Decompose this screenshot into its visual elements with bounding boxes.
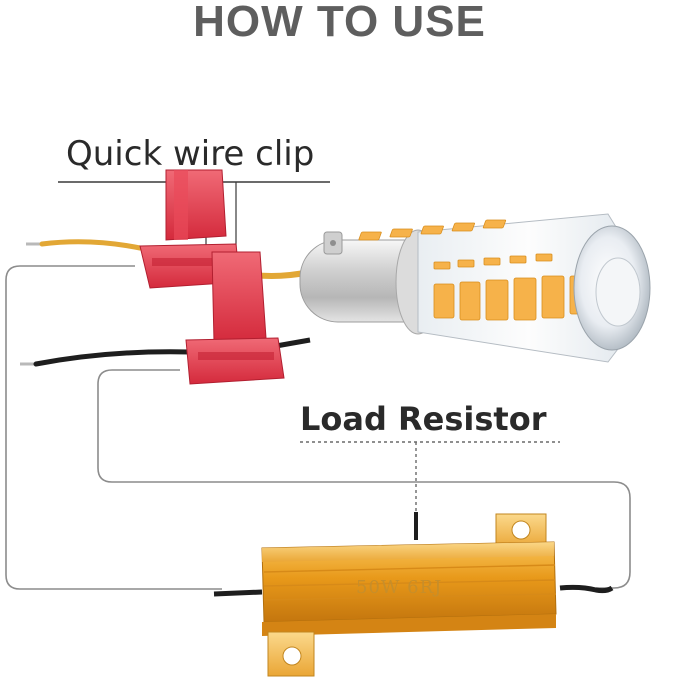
resistor-marking-text: 50W 6RJ [356,577,442,598]
circuit-line-left [6,266,222,589]
led-bulb-icon [300,214,650,362]
load-resistor-icon: 50W 6RJ [262,514,556,676]
